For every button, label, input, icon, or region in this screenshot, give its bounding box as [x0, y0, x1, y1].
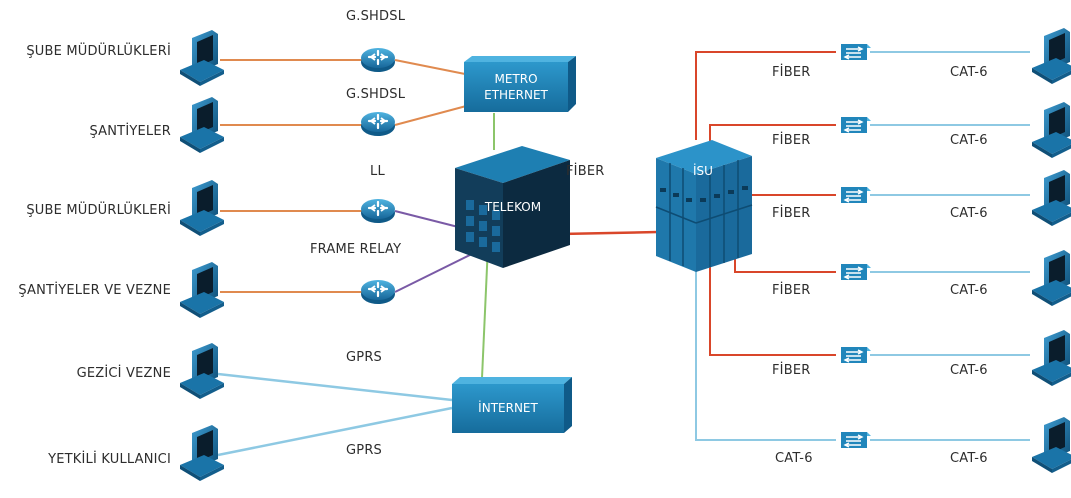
link-fiber-5 [709, 265, 836, 356]
computer-icon [1032, 102, 1071, 158]
downlink-label: CAT-6 [950, 451, 988, 466]
uplink-label: FİBER [772, 283, 811, 298]
link-label: FRAME RELAY [310, 242, 402, 257]
router-icon [359, 46, 397, 74]
telekom-label: TELEKOM [484, 200, 542, 214]
downlink-label: CAT-6 [950, 65, 988, 80]
link-fiber-1 [695, 51, 836, 140]
computer-icon [180, 425, 224, 481]
link-cat6-up [695, 265, 836, 441]
computer-icon [1032, 250, 1071, 306]
router-icon [359, 278, 397, 306]
isu-server-cluster [655, 140, 753, 272]
site-label: ŞUBE MÜDÜRLÜKLERİ [26, 203, 171, 218]
downlink-label: CAT-6 [950, 133, 988, 148]
links-right [695, 51, 1030, 441]
computer-icon [180, 343, 224, 399]
site-label: ŞANTİYELER [89, 124, 171, 139]
link-label: GPRS [346, 350, 382, 365]
left-computers [180, 30, 224, 481]
link-label: G.SHDSL [346, 87, 406, 102]
metro-ethernet-box [464, 56, 576, 112]
links-left [217, 59, 659, 457]
internet-label: İNTERNET [478, 401, 538, 415]
downlink-label: CAT-6 [950, 206, 988, 221]
link-telekom-isu [559, 230, 659, 236]
computer-icon [180, 262, 224, 318]
link-shdsl-2-b [394, 104, 471, 126]
computer-icon [1032, 417, 1071, 473]
computer-icon [180, 180, 224, 236]
uplink-label: FİBER [772, 206, 811, 221]
downlink-label: CAT-6 [950, 283, 988, 298]
site-label: ŞUBE MÜDÜRLÜKLERİ [26, 44, 171, 59]
computer-icon [1032, 170, 1071, 226]
metro-line2: ETHERNET [484, 88, 548, 102]
computer-icon [180, 30, 224, 86]
link-fr-b [394, 247, 485, 293]
link-fiber-4 [734, 255, 836, 273]
site-label: YETKİLİ KULLANICI [48, 452, 171, 467]
uplink-label: FİBER [772, 65, 811, 80]
computer-icon [1032, 330, 1071, 386]
uplink-label: FİBER [772, 363, 811, 378]
fiber-link-label: FİBER [566, 164, 605, 179]
router-icon [359, 110, 397, 138]
computer-icon [1032, 28, 1071, 84]
site-label: GEZİCİ VEZNE [76, 366, 171, 381]
switch-icon [840, 116, 872, 134]
telekom-cabinet [455, 146, 570, 268]
link-gprs-1 [217, 372, 453, 402]
internet-box [452, 377, 572, 433]
uplink-label: CAT-6 [775, 451, 813, 466]
router-icon [359, 197, 397, 225]
link-telekom-internet [481, 244, 489, 379]
link-gprs-2 [217, 406, 453, 457]
metro-line1: METRO [494, 72, 538, 86]
link-shdsl-1-b [394, 59, 471, 76]
switch-icon [840, 346, 872, 364]
downlink-label: CAT-6 [950, 363, 988, 378]
switches [840, 43, 872, 449]
link-label: GPRS [346, 443, 382, 458]
switch-icon [840, 43, 872, 61]
computer-icon [180, 97, 224, 153]
metro-ethernet-label: METRO ETHERNET [464, 71, 568, 103]
switch-icon [840, 263, 872, 281]
right-computers [1032, 28, 1071, 473]
link-label: LL [370, 164, 385, 179]
switch-icon [840, 431, 872, 449]
site-label: ŞANTİYELER VE VEZNE [18, 283, 171, 298]
link-label: G.SHDSL [346, 9, 406, 24]
switch-icon [840, 186, 872, 204]
isu-label: İSU [693, 164, 713, 178]
uplink-label: FİBER [772, 133, 811, 148]
